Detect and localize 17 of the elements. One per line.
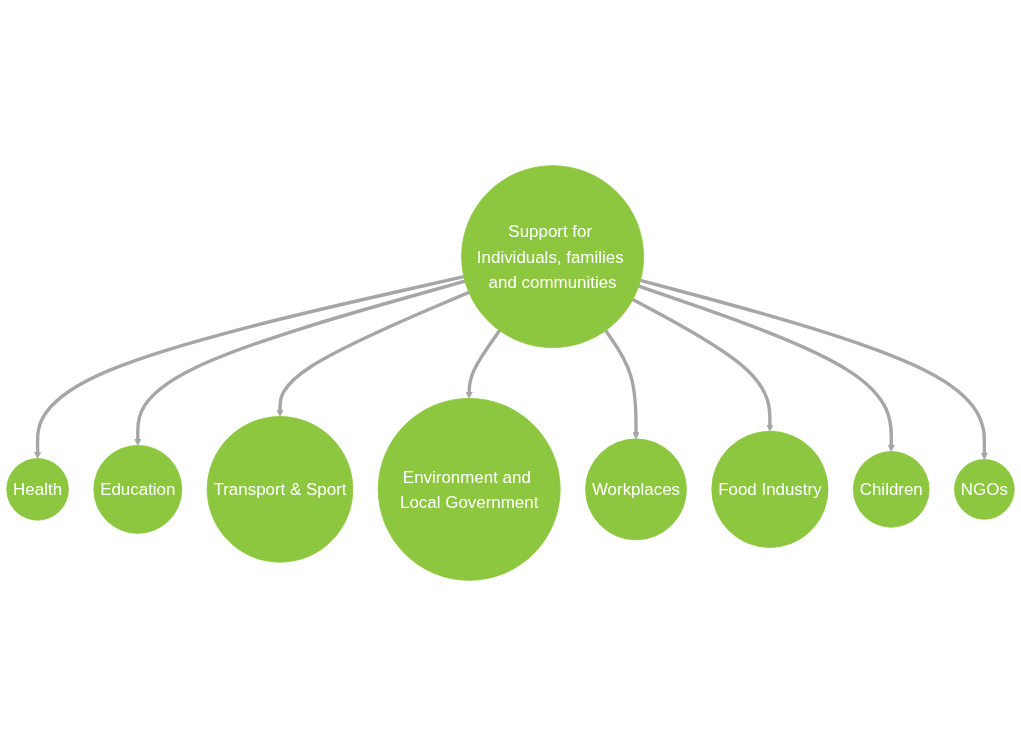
node-circle: Environment and Local Government — [377, 397, 561, 581]
node-circle: NGOs — [954, 459, 1015, 520]
arrow — [465, 329, 501, 399]
node-circle: Education — [93, 444, 183, 534]
node-circle: Workplaces — [585, 438, 687, 541]
arrow — [33, 275, 465, 459]
node-circle: Support for Individuals, families and communities — [461, 165, 644, 349]
arrow — [604, 329, 640, 440]
arrow — [632, 298, 774, 432]
node-circle: Food Industry — [711, 430, 829, 548]
node-circle: Health — [6, 458, 69, 521]
arrow — [640, 278, 989, 460]
node-circle: Transport & Sport — [206, 416, 354, 563]
node-circle: Children — [852, 451, 930, 528]
arrow — [638, 284, 895, 452]
arrow — [134, 279, 466, 446]
arrow — [276, 290, 470, 417]
